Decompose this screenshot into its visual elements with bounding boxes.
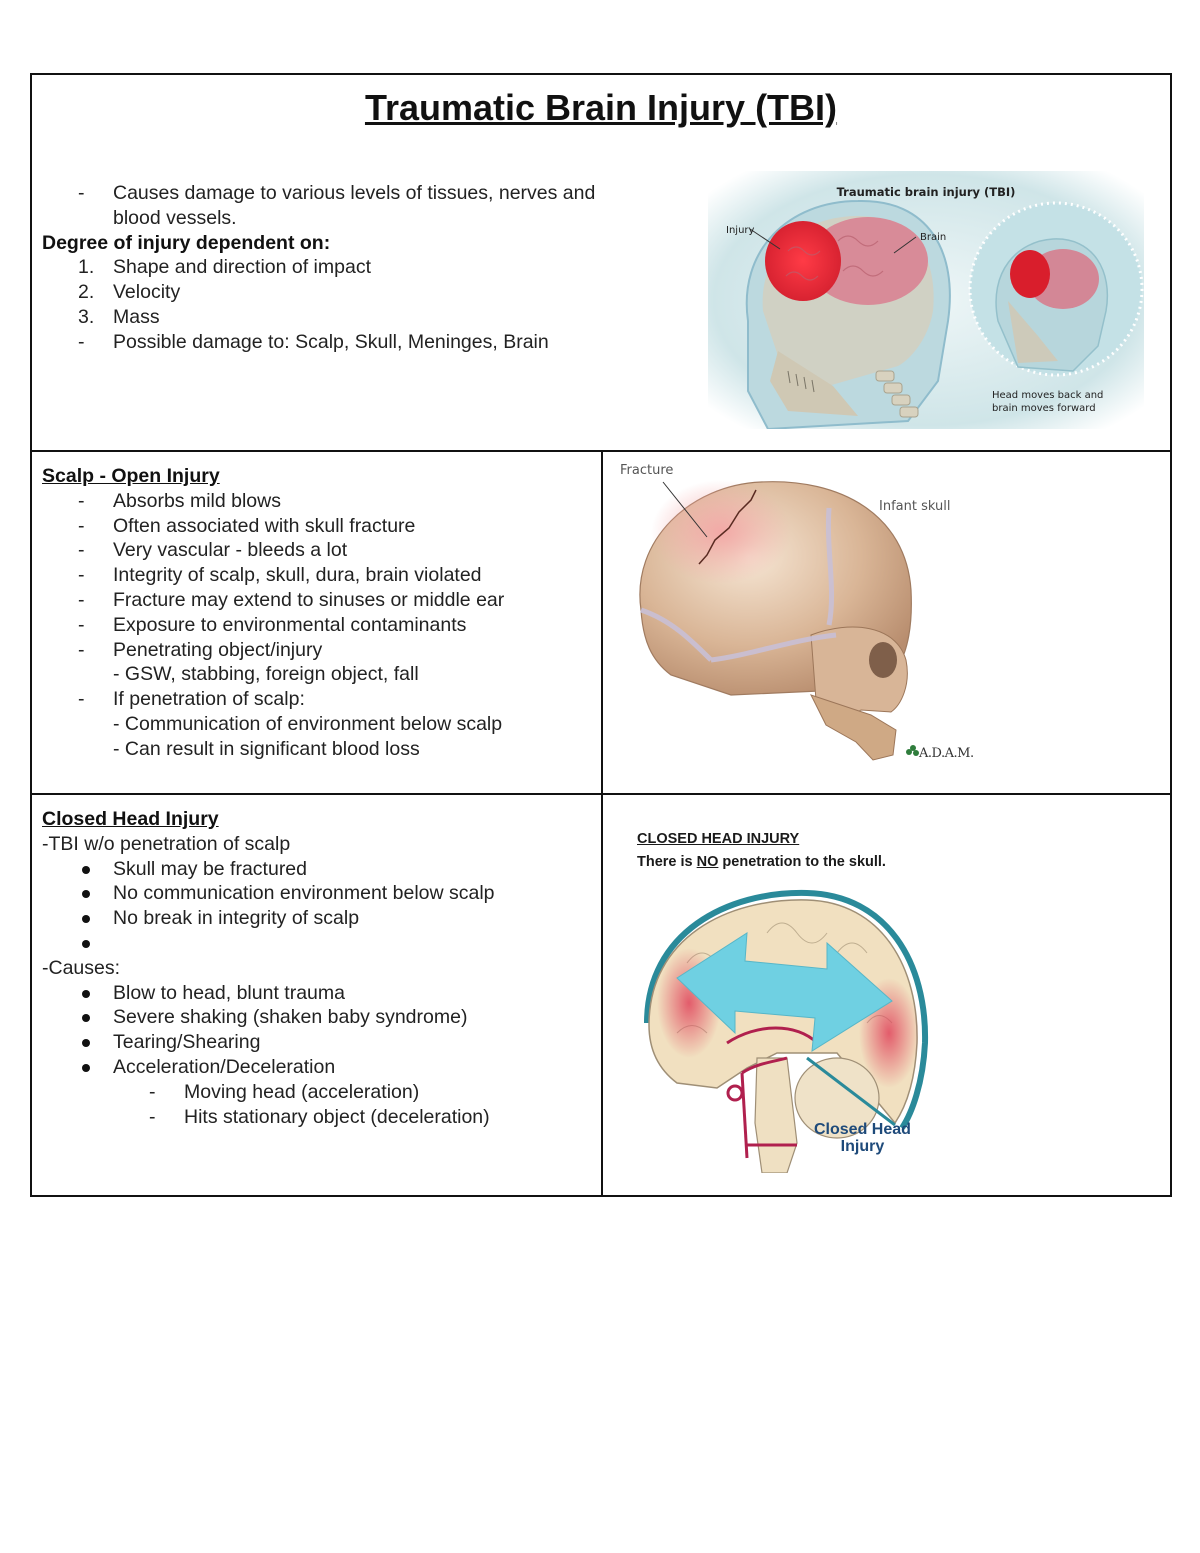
bullet-item: Severe shaking (shaken baby syndrome)	[34, 1005, 594, 1030]
closed-head-text: Closed Head Injury -TBI w/o penetration …	[34, 807, 594, 1129]
figure-caption: Head moves back and brain moves forward	[992, 390, 1104, 414]
possible-damage-item: - Possible damage to: Scalp, Skull, Meni…	[78, 330, 549, 353]
intro-line: -TBI w/o penetration of scalp	[42, 832, 291, 855]
list-item: -Exposure to environmental contaminants	[78, 613, 467, 636]
bullet-item: Tearing/Shearing	[34, 1030, 594, 1055]
numbered-item: 2. Velocity	[78, 281, 181, 304]
tbi-illustration: Traumatic brain injury (TBI) Injury Brai…	[708, 171, 1144, 431]
bullet-icon	[82, 1014, 90, 1023]
list-item: -Integrity of scalp, skull, dura, brain …	[78, 564, 482, 587]
adam-credit: A.D.A.M.	[919, 746, 974, 761]
degree-label: Degree of injury dependent on:	[42, 231, 331, 254]
tbi-illustration-graphic	[708, 171, 1144, 431]
bullet-icon	[82, 939, 90, 948]
numbered-item: 1. Shape and direction of impact	[78, 256, 371, 279]
list-item: -Absorbs mild blows	[78, 489, 281, 512]
bullet-item-empty	[34, 931, 594, 956]
bullet-icon	[82, 989, 90, 998]
closed-head-injury-cell: Closed Head Injury -TBI w/o penetration …	[32, 795, 601, 1195]
closed-head-figure-cell: CLOSED HEAD INJURY There is NO penetrati…	[603, 795, 1170, 1195]
bullet-item: Blow to head, blunt trauma	[34, 981, 594, 1006]
label-infant-skull: Infant skull	[879, 499, 951, 514]
figure-title: Traumatic brain injury (TBI)	[836, 185, 1016, 199]
bullet-item: Skull may be fractured	[34, 857, 594, 882]
bullet-item: No break in integrity of scalp	[34, 906, 594, 931]
document-table: Traumatic Brain Injury (TBI) - Causes da…	[30, 73, 1172, 1197]
bullet-icon	[82, 915, 90, 924]
bullet-icon	[82, 865, 90, 874]
list-subitem: - Can result in significant blood loss	[113, 737, 420, 760]
list-item: -Fracture may extend to sinuses or middl…	[78, 588, 505, 611]
label-fracture: Fracture	[620, 463, 674, 478]
sub-item: -Hits stationary object (deceleration)	[149, 1105, 490, 1128]
bullet-icon	[82, 1063, 90, 1072]
diagram-label: Closed Head Injury	[814, 1121, 911, 1155]
list-item: -If penetration of scalp:	[78, 688, 305, 711]
intro-item-continued: blood vessels.	[113, 206, 237, 229]
scalp-open-injury-cell: Scalp - Open Injury -Absorbs mild blows …	[32, 452, 601, 793]
label-injury: Injury	[726, 225, 755, 236]
closed-head-illustration: CLOSED HEAD INJURY There is NO penetrati…	[637, 831, 937, 1173]
list-item: -Often associated with skull fracture	[78, 514, 416, 537]
list-subitem: - GSW, stabbing, foreign object, fall	[113, 663, 419, 686]
list-item: -Penetrating object/injury	[78, 638, 323, 661]
sub-item: -Moving head (acceleration)	[149, 1080, 420, 1103]
bullet-icon	[82, 1039, 90, 1048]
list-subitem: - Communication of environment below sca…	[113, 712, 503, 735]
figure-heading: CLOSED HEAD INJURY	[637, 831, 800, 847]
infant-skull-illustration: Fracture Infant skull A.D.A.M.	[611, 460, 991, 780]
bullet-icon	[82, 890, 90, 899]
scalp-text: Scalp - Open Injury -Absorbs mild blows …	[34, 464, 594, 762]
label-brain: Brain	[920, 232, 947, 243]
bullet-item: Acceleration/Deceleration	[34, 1055, 594, 1080]
infant-skull-graphic	[639, 480, 919, 761]
bullet-item: No communication environment below scalp	[34, 881, 594, 906]
infant-skull-cell: Fracture Infant skull A.D.A.M.	[603, 452, 1170, 793]
figure-subtitle: There is NO penetration to the skull.	[637, 854, 886, 870]
section-heading: Closed Head Injury	[42, 808, 219, 830]
intro-item: - Causes damage to various levels of tis…	[78, 182, 596, 204]
overview-text: - Causes damage to various levels of tis…	[34, 181, 694, 355]
numbered-item: 3. Mass	[78, 305, 160, 328]
tbi-overview-cell: Traumatic Brain Injury (TBI) - Causes da…	[32, 75, 1170, 450]
list-item: -Very vascular - bleeds a lot	[78, 539, 348, 562]
section-heading: Scalp - Open Injury	[42, 465, 220, 487]
causes-label: -Causes:	[42, 956, 121, 979]
page-title: Traumatic Brain Injury (TBI)	[364, 87, 838, 128]
column-divider	[601, 451, 603, 1195]
brain-cross-section-graphic	[644, 889, 929, 1173]
